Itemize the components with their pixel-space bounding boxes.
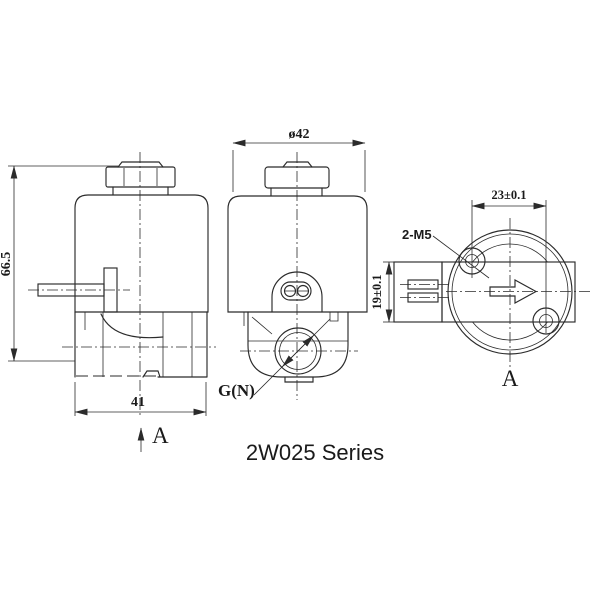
drawing-title: 2W025 Series <box>246 440 384 465</box>
port-thread-label: G(N) <box>218 381 255 400</box>
front-hex-nut <box>105 166 176 188</box>
top-view-a: 23±0.1 19±0.1 2-M5 A <box>370 188 593 391</box>
width-dim-label: 41 <box>131 395 145 410</box>
section-arrow-a: A <box>137 423 169 452</box>
top-view-label: A <box>502 366 519 391</box>
front-nut-cap <box>117 161 164 168</box>
side-hex-nut <box>264 166 330 189</box>
side-body-outline <box>247 311 349 378</box>
coil-circle-outer <box>447 229 573 355</box>
side-bottom-boss <box>284 376 314 383</box>
coil-circle-middle <box>451 233 569 351</box>
dimension-height-66-5: 66.5 <box>0 165 118 362</box>
thread-label: 2-M5 <box>402 227 432 242</box>
front-coil-body <box>74 194 209 313</box>
body-width-label: 19±0.1 <box>370 275 384 310</box>
side-nut-cap <box>282 161 313 168</box>
port-diameter-arrow-upper <box>297 335 314 352</box>
side-connector-dome <box>271 271 323 313</box>
coil-circle-inner-top-arc <box>472 243 548 263</box>
section-label: A <box>152 423 169 448</box>
front-bonnet-arc <box>100 313 164 339</box>
front-port-notch <box>142 370 161 378</box>
side-nut-neck <box>270 187 323 197</box>
front-view: 66.5 41 A <box>0 152 216 452</box>
side-coil-body <box>227 195 368 313</box>
thread-callout: 2-M5 <box>402 227 490 279</box>
dimension-body-width-19: 19±0.1 <box>370 261 396 323</box>
front-nut-neck <box>112 186 169 196</box>
flow-direction-arrow-icon <box>489 279 538 304</box>
top-connector-block <box>393 261 443 323</box>
hole-spacing-label: 23±0.1 <box>492 188 527 202</box>
height-dim-label: 66.5 <box>0 252 14 277</box>
port-diameter-arrow-lower <box>282 350 299 367</box>
side-view: ø42 G(N) <box>218 127 368 400</box>
thread-leader-line <box>432 235 490 279</box>
side-body-right-tab <box>329 312 339 322</box>
coil-circle-inner-bottom-arc <box>472 321 548 341</box>
dimension-hole-spacing-23: 23±0.1 <box>471 188 547 333</box>
diameter-dim-label: ø42 <box>289 127 310 142</box>
dimension-width-41: 41 <box>74 382 207 416</box>
top-body-rect <box>441 261 576 323</box>
dimension-diameter-42: ø42 <box>232 127 366 192</box>
side-screw-slot-housing <box>280 281 312 301</box>
port-callout: G(N) <box>218 318 331 400</box>
side-body-chamfer <box>251 316 273 335</box>
